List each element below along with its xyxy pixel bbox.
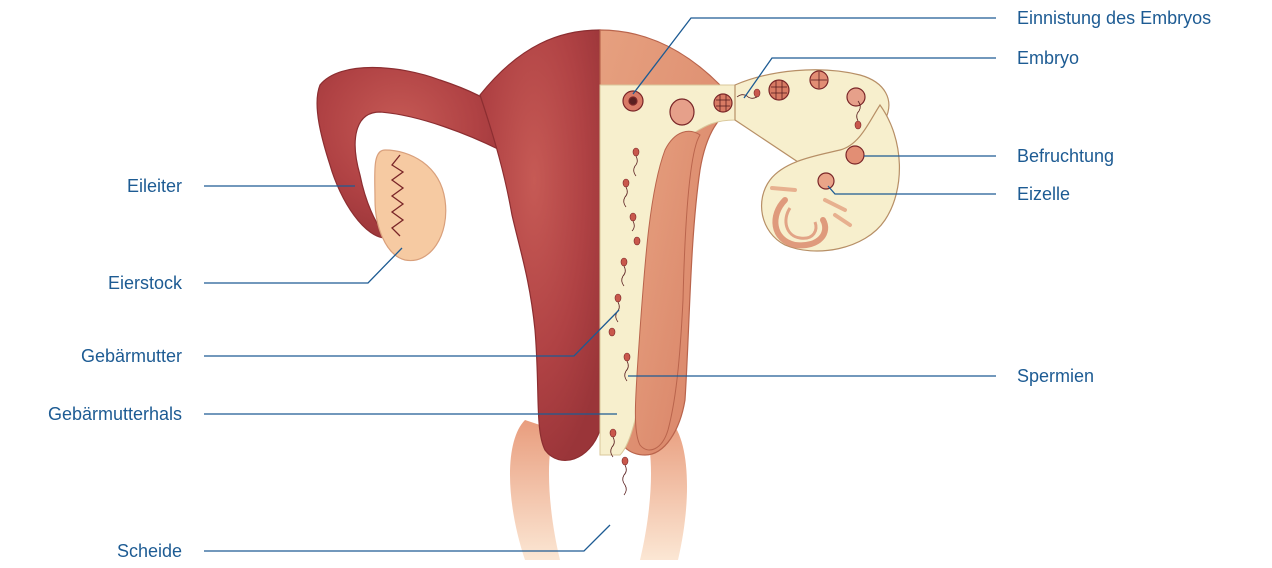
label-eileiter: Eileiter [40,175,182,197]
label-einnistung: Einnistung des Embryos [1017,7,1211,29]
label-gebaermutterhals: Gebärmutterhals [0,403,182,425]
leader-eierstock [204,248,402,283]
label-eizelle: Eizelle [1017,183,1070,205]
leader-eizelle [828,186,996,194]
leader-scheide [204,525,610,551]
label-befruchtung: Befruchtung [1017,145,1114,167]
leader-embryo [744,58,996,98]
label-scheide: Scheide [40,540,182,562]
label-eierstock: Eierstock [40,272,182,294]
label-embryo: Embryo [1017,47,1079,69]
leader-einnistung [633,18,996,94]
leader-gebaermutter [204,310,619,356]
label-spermien: Spermien [1017,365,1094,387]
label-gebaermutter: Gebärmutter [20,345,182,367]
